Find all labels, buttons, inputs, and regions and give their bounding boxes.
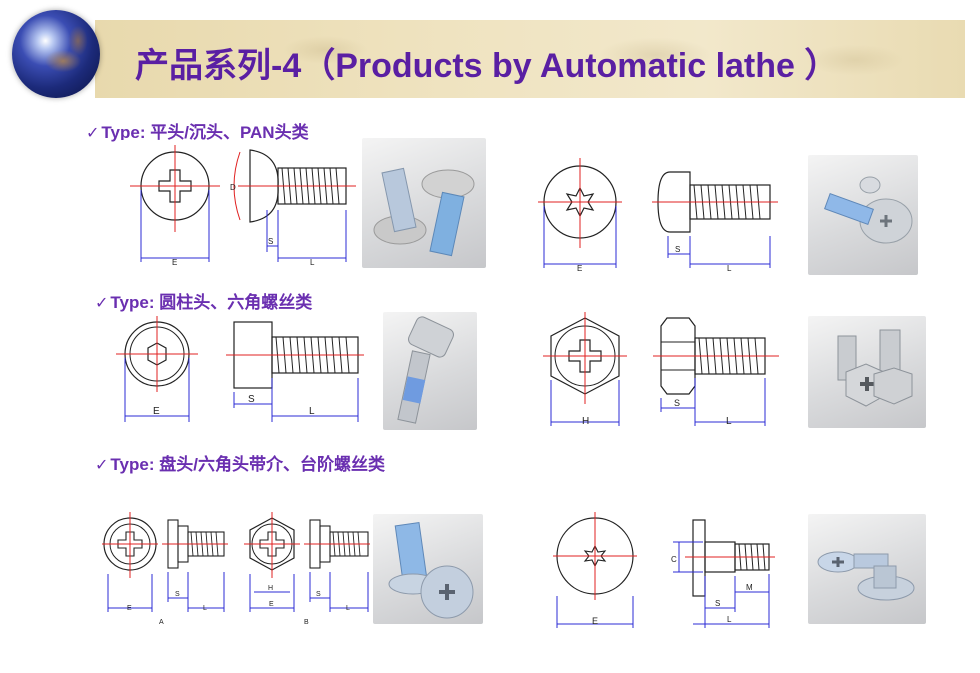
- dim-l: L: [309, 406, 315, 417]
- drawing-washer-head-a-b: E S L A H E S L B: [102, 508, 372, 628]
- title-en: -4（Products by Automatic lathe ）: [271, 47, 839, 85]
- section-label-cylinder-hex: ✓Type: 圆柱头、六角螺丝类: [95, 293, 313, 312]
- dim-s: S: [248, 394, 255, 405]
- label-b: B: [304, 619, 309, 626]
- dim-e: E: [592, 616, 598, 626]
- dim-l: L: [727, 264, 732, 272]
- section-label-washer-step: ✓Type: 盘头/六角头带介、台阶螺丝类: [95, 455, 385, 474]
- photo-step-screws: [808, 514, 926, 624]
- drawing-hex-head-phillips: H S L: [543, 312, 783, 430]
- page-title: 产品系列-4（Products by Automatic lathe ）: [135, 38, 838, 87]
- globe-logo-icon: [12, 10, 100, 98]
- dim-h: H: [582, 416, 589, 427]
- drawing-socket-cap-head: E S L: [112, 312, 367, 424]
- dim-e: E: [153, 406, 160, 417]
- drawing-pan-head-phillips: E D S L: [120, 140, 360, 270]
- dim-l: L: [203, 605, 207, 612]
- dim-l: L: [346, 605, 350, 612]
- photo-pan-head-screws: [808, 155, 918, 275]
- drawing-step-screw: E C M S L: [553, 512, 778, 630]
- check-icon: ✓: [95, 457, 109, 474]
- dim-m: M: [746, 583, 753, 592]
- dim-s: S: [674, 398, 680, 408]
- photo-hex-head-screws: [808, 316, 926, 428]
- dim-e: E: [127, 605, 132, 612]
- dim-s: S: [316, 591, 321, 598]
- dim-l: L: [726, 416, 732, 427]
- dim-l: L: [727, 615, 732, 624]
- dim-s: S: [675, 245, 680, 254]
- header-band: [95, 20, 965, 98]
- dim-d: D: [230, 183, 236, 192]
- dim-e: E: [172, 258, 177, 267]
- dim-l: L: [310, 258, 315, 267]
- dim-e: E: [269, 601, 274, 608]
- title-cn: 产品系列: [135, 47, 271, 85]
- photo-socket-cap-screw: [383, 312, 477, 430]
- dim-s: S: [715, 599, 720, 608]
- dim-s: S: [268, 237, 273, 246]
- drawing-torx-pan-head: E S L: [530, 150, 780, 272]
- dim-h: H: [268, 585, 273, 592]
- photo-countersunk-screws: [362, 138, 486, 268]
- label-a: A: [159, 619, 164, 626]
- photo-serrated-washer-screws: [373, 514, 483, 624]
- dim-e: E: [577, 264, 582, 272]
- dim-s: S: [175, 591, 180, 598]
- check-icon: ✓: [86, 125, 100, 142]
- section-label-flat-pan: ✓Type: 平头/沉头、PAN头类: [86, 123, 309, 142]
- dim-c: C: [671, 555, 677, 564]
- check-icon: ✓: [95, 295, 109, 312]
